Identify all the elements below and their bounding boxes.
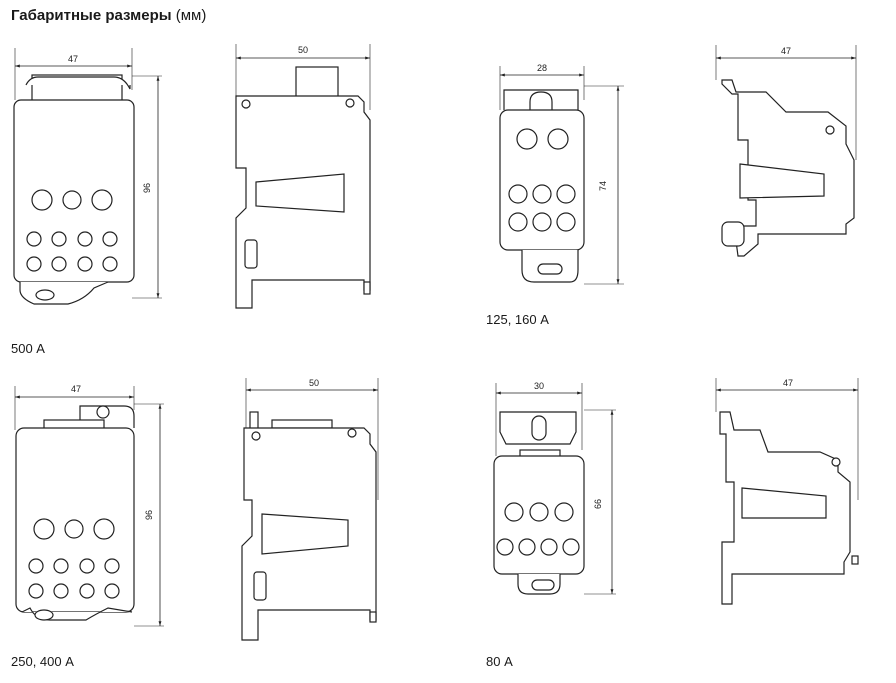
dim-height-500a: 96 [142,183,152,193]
front-view-500a: 47 96 [13,48,162,305]
caption-500a: 500 А [11,341,45,356]
side-view-500a: 50 [235,44,371,309]
dim-height-80a: 66 [593,499,603,509]
dim-side-500a: 50 [298,45,308,55]
dim-width-250a: 47 [71,384,81,394]
dim-width-500a: 47 [68,54,78,64]
page-title: Габаритные размеры (мм) [11,7,206,24]
dim-side-125a: 47 [781,46,791,56]
caption-125-160a: 125, 160 А [486,312,549,327]
dim-side-250a: 50 [309,378,319,388]
dim-side-80a: 47 [783,378,793,388]
caption-80a: 80 А [486,654,513,669]
side-view-80a: 47 [715,378,859,605]
caption-250-400a: 250, 400 А [11,654,74,669]
dim-height-250a: 96 [144,510,154,520]
front-view-125-160a: 28 74 [499,63,624,285]
title-unit: (мм) [175,7,207,24]
front-view-250-400a: 47 96 [14,384,164,627]
dim-height-125a: 74 [598,181,608,191]
side-view-125-160a: 47 [715,45,857,257]
title-text: Габаритные размеры [11,7,172,24]
dim-width-125a: 28 [537,63,547,73]
side-view-250-400a: 50 [241,378,379,641]
front-view-80a: 30 66 [493,381,616,595]
dim-width-80a: 30 [534,381,544,391]
